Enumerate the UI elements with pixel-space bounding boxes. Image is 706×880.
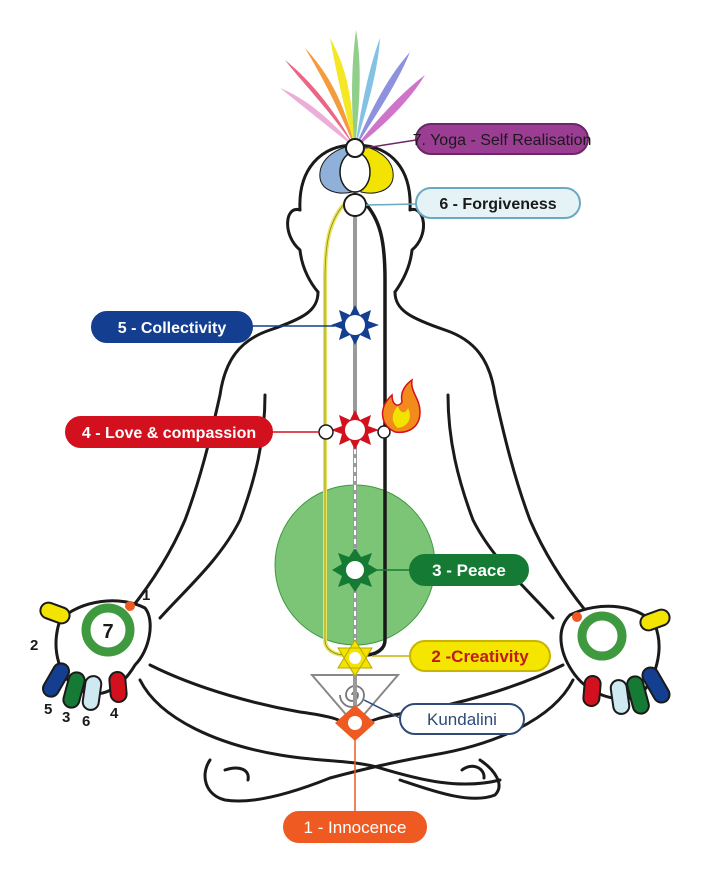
finger-number: 3 — [62, 709, 70, 726]
finger-number: 4 — [110, 705, 119, 722]
kundalini-box — [399, 703, 525, 735]
label-kundalini: Kundalini — [399, 703, 525, 735]
label-2-box — [409, 640, 551, 672]
label-7-box — [415, 123, 589, 155]
label-2-text: 2 -Creativity — [431, 647, 529, 666]
star-chakra-icon — [337, 639, 373, 677]
finger-number: 6 — [82, 713, 90, 730]
flame-icon — [381, 378, 421, 434]
label-4-box — [65, 416, 273, 448]
label-7-text: 7. Yoga - Self Realisation — [413, 132, 592, 149]
rainbow-petals-icon — [280, 30, 425, 148]
star-chakra-icon — [335, 705, 375, 741]
body-outline — [128, 143, 587, 803]
label-chakra-4: 4 - Love & compassion — [65, 416, 273, 448]
label-1-text: 1 - Innocence — [303, 818, 406, 837]
label-6-text: 6 - Forgiveness — [439, 196, 556, 213]
finger-number: 2 — [30, 637, 38, 654]
label-3-text: 3 - Peace — [432, 561, 506, 580]
label-6-box — [415, 187, 581, 219]
finger-number: 1 — [142, 587, 150, 604]
star-chakra-icon — [331, 305, 379, 345]
kundalini-text: Kundalini — [427, 710, 497, 729]
label-chakra-6: 6 - Forgiveness — [415, 187, 581, 219]
hand-center-number: 7 — [102, 621, 113, 643]
label-1-box — [283, 811, 427, 843]
label-3-box — [409, 554, 529, 586]
star-chakra-icon — [332, 548, 378, 592]
label-5-box — [91, 311, 253, 343]
finger-number: 5 — [44, 701, 52, 718]
label-4-text: 4 - Love & compassion — [82, 425, 256, 442]
left-hand: 7 1 2 5 3 6 4 — [30, 587, 152, 730]
label-5-text: 5 - Collectivity — [118, 320, 227, 337]
label-chakra-1: 1 - Innocence — [283, 811, 427, 843]
right-hand — [559, 604, 671, 715]
label-chakra-7: 7. Yoga - Self Realisation — [413, 123, 592, 155]
label-chakra-2: 2 -Creativity — [409, 640, 551, 672]
label-chakra-5: 5 - Collectivity — [91, 311, 253, 343]
leader-lines — [240, 139, 417, 812]
crown-lobes — [319, 138, 394, 217]
label-chakra-3: 3 - Peace — [409, 554, 529, 586]
star-chakra-icon — [318, 410, 391, 450]
